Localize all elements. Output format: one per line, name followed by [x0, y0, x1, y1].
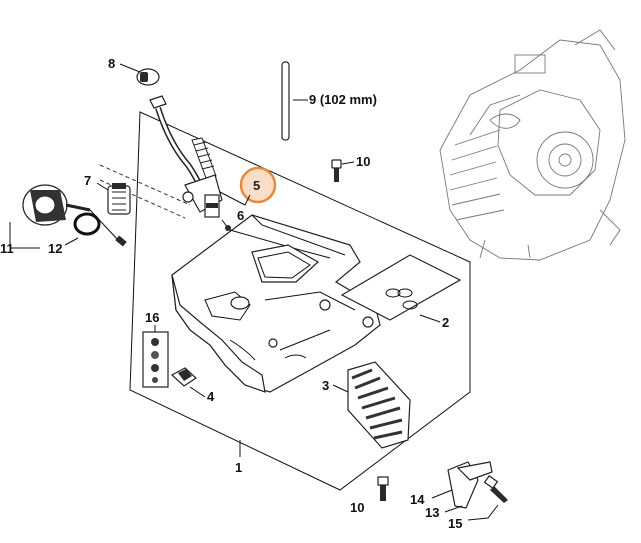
screw-part-10-bottom — [377, 476, 389, 501]
engine-assembly-illustration — [439, 29, 626, 261]
callout-3: 3 — [322, 378, 329, 393]
callout-14: 14 — [410, 492, 425, 507]
valve-part-11 — [9, 184, 127, 249]
callout-9: 9 (102 mm) — [309, 92, 377, 107]
callout-12: 12 — [48, 241, 62, 256]
callout-16: 16 — [145, 310, 159, 325]
spacer-part-13 — [444, 505, 463, 513]
filter-part-7 — [96, 182, 131, 215]
pad-part-4 — [170, 367, 206, 398]
o-ring-part-12 — [64, 212, 101, 246]
screw-part-15 — [467, 475, 508, 521]
heat-shield-part-3 — [332, 361, 411, 449]
callout-4: 4 — [207, 389, 215, 404]
gasket-part-2 — [340, 254, 462, 323]
callout-10-bottom: 10 — [350, 500, 364, 515]
callout-2: 2 — [442, 315, 449, 330]
tank-housing-part-1 — [171, 214, 381, 457]
callout-5-highlight-ring — [239, 166, 277, 204]
decal-part-16 — [142, 325, 169, 388]
callout-7: 7 — [84, 173, 91, 188]
callout-13: 13 — [425, 505, 439, 520]
bracket-part-14 — [431, 461, 493, 509]
fuel-pickup-part-8 — [119, 63, 160, 86]
rod-part-9 — [281, 61, 308, 141]
callout-10-top: 10 — [356, 154, 370, 169]
callout-8: 8 — [108, 56, 115, 71]
callout-6: 6 — [237, 208, 244, 223]
callout-1: 1 — [235, 460, 242, 475]
fuel-hose-assembly-part-5 — [149, 95, 231, 231]
screw-part-10-top — [331, 159, 355, 182]
callout-5: 5 — [253, 178, 260, 193]
callout-15: 15 — [448, 516, 462, 531]
callout-11: 11 — [0, 241, 14, 256]
